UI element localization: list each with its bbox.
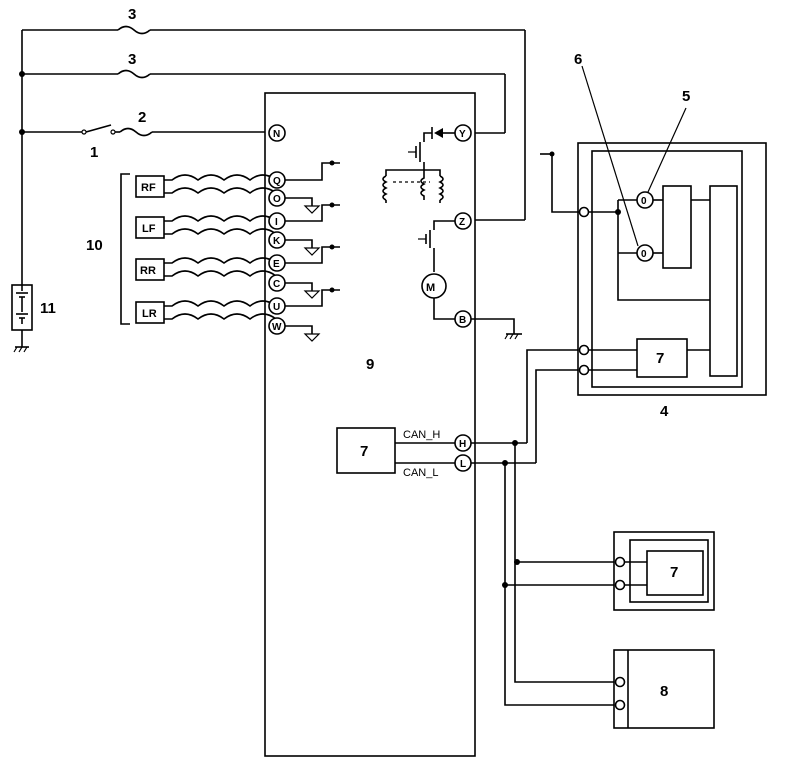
ground-b xyxy=(471,318,522,340)
sensor-shield-stubs xyxy=(285,160,340,342)
motor-label: M xyxy=(426,282,435,294)
pin-q: Q xyxy=(273,176,281,187)
svg-text:0: 0 xyxy=(641,196,647,207)
callout-node-8: 8 xyxy=(660,683,668,700)
power-rails xyxy=(19,29,526,285)
ignition-switch: 1 xyxy=(81,124,116,161)
pin-o: O xyxy=(273,194,281,205)
pin-z: Z xyxy=(459,217,465,228)
pin-n: N xyxy=(273,129,280,140)
svg-text:0: 0 xyxy=(641,249,647,260)
callout-right-can-node: 7 xyxy=(670,564,678,581)
fuse-mid: 3 xyxy=(117,51,151,79)
battery: 11 xyxy=(11,284,56,353)
can-h-label: CAN_H xyxy=(403,429,440,441)
pin-l: L xyxy=(460,459,466,470)
callout-module4-can-node: 7 xyxy=(656,350,664,367)
valve-driver xyxy=(382,127,455,203)
sensor-rf-label: RF xyxy=(141,182,156,194)
sensor-lr-label: LR xyxy=(142,308,157,320)
callout-lamp-upper: 5 xyxy=(682,88,690,105)
module-4: 4 0 0 7 xyxy=(540,142,767,420)
can-l-label: CAN_L xyxy=(403,467,438,479)
pin-e: E xyxy=(273,259,280,270)
sensor-lf: LF xyxy=(135,215,277,239)
callout-module-4: 4 xyxy=(660,403,669,420)
callout-switch: 1 xyxy=(90,144,98,161)
motor-driver: M xyxy=(418,220,455,320)
right-can-node: 7 xyxy=(613,531,715,611)
sensor-rf: RF xyxy=(135,174,277,198)
ecu-right-pins: Y Z B H L xyxy=(454,124,472,472)
callout-ecu: 9 xyxy=(366,356,374,373)
pin-c: C xyxy=(273,279,280,290)
node-8: 8 xyxy=(613,649,715,729)
callout-wheel-sensors: 10 xyxy=(86,237,103,254)
leaders-5-6: 5 6 xyxy=(574,51,690,247)
pin-b: B xyxy=(459,315,466,326)
sensor-lr: LR xyxy=(135,300,277,324)
can-bus xyxy=(471,349,618,706)
sensor-rr: RR xyxy=(135,257,277,281)
callout-fuse-top: 3 xyxy=(128,6,136,23)
pin-h: H xyxy=(459,439,466,450)
callout-lamp-lower: 6 xyxy=(574,51,582,68)
callout-ecu-can-node: 7 xyxy=(360,443,368,460)
pin-y: Y xyxy=(459,129,466,140)
pin-i: I xyxy=(275,217,278,228)
callout-fuse-main: 2 xyxy=(138,109,146,126)
pin-k: K xyxy=(273,236,281,247)
pin-u: U xyxy=(273,302,280,313)
ecu-left-pins: N Q O I K E C U W xyxy=(268,124,286,335)
pin-w: W xyxy=(272,322,282,333)
wheel-sensor-group: 10 xyxy=(86,173,130,325)
ecu-can-node: 7 CAN_H CAN_L xyxy=(336,427,455,479)
fuse-main: 2 xyxy=(115,109,153,137)
ecu: 9 xyxy=(264,92,476,757)
callout-fuse-mid: 3 xyxy=(128,51,136,68)
sensor-rr-label: RR xyxy=(140,265,156,277)
fuse-top: 3 xyxy=(117,6,151,35)
callout-battery: 11 xyxy=(40,300,56,317)
sensor-lf-label: LF xyxy=(142,223,156,235)
